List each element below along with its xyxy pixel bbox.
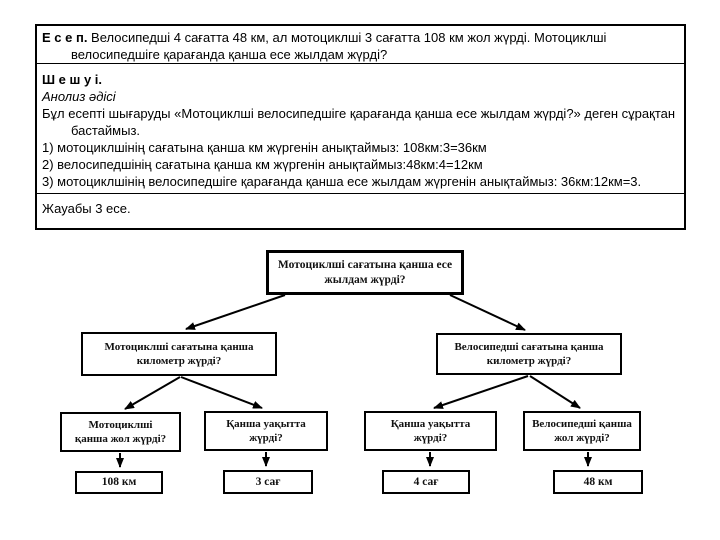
flowchart-motorcyclist-distance-box: Мотоциклші қанша жол жүрді? <box>60 412 181 452</box>
flowchart-root-box: Мотоциклші сағатына қанша есе жылдам жүр… <box>266 250 464 295</box>
solution-intro-line-1: Бұл есепті шығаруды «Мотоциклші велосипе… <box>42 106 676 121</box>
problem-line-1: Е с е п. Велосипедші 4 сағатта 48 км, ал… <box>42 29 678 46</box>
flowchart-answer-4h-box: 4 сағ <box>382 470 470 494</box>
problem-statement: Велосипедші 4 сағатта 48 км, ал мотоцикл… <box>87 30 607 45</box>
problem-table: Е с е п. Велосипедші 4 сағатта 48 км, ал… <box>35 24 686 230</box>
solution-step-2: 2) велосипедшінің сағатына қанша км жүрг… <box>42 157 483 172</box>
flowchart-cyclist-distance-box: Велосипедші қанша жол жүрді? <box>523 411 641 451</box>
problem-line-2: велосипедшіге қарағанда қанша есе жылдам… <box>71 47 388 62</box>
flowchart-answer-48km-box: 48 км <box>553 470 643 494</box>
flowchart-answer-3h-box: 3 сағ <box>223 470 313 494</box>
solution-intro-line-2: бастаймыз. <box>71 123 141 138</box>
answer-text: Жауабы 3 есе. <box>42 201 131 216</box>
flowchart-motorcyclist-speed-box: Мотоциклші сағатына қанша километр жүрді… <box>81 332 277 376</box>
arrow-left-to-box2-icon <box>180 376 263 409</box>
solution-label: Ш е ш у і. <box>42 72 103 87</box>
solution-row: Ш е ш у і. Анолиз әдісі Бұл есепті шығар… <box>37 64 684 194</box>
problem-label: Е с е п. <box>42 30 88 45</box>
answer-row: Жауабы 3 есе. <box>37 194 684 228</box>
flowchart-motorcyclist-time-box: Қанша уақытта жүрді? <box>204 411 328 451</box>
arrow-right-to-box4-icon <box>529 375 581 409</box>
flowchart-answer-108km-box: 108 км <box>75 471 163 494</box>
arrow-root-to-left-icon <box>185 294 286 330</box>
method-label: Анолиз әдісі <box>42 89 116 104</box>
solution-step-3: 3) мотоциклшінің велосипедшіге қарағанда… <box>42 174 642 189</box>
arrow-root-to-right-icon <box>449 294 526 331</box>
flowchart-cyclist-time-box: Қанша уақытта жүрді? <box>364 411 497 451</box>
arrow-left-to-box1-icon <box>124 376 181 410</box>
arrow-right-to-box3-icon <box>433 375 529 409</box>
flowchart-cyclist-speed-box: Велосипедші сағатына қанша километр жүрд… <box>436 333 622 375</box>
problem-row: Е с е п. Велосипедші 4 сағатта 48 км, ал… <box>37 26 684 64</box>
solution-step-1: 1) мотоциклшінің сағатына қанша км жүрге… <box>42 140 487 155</box>
